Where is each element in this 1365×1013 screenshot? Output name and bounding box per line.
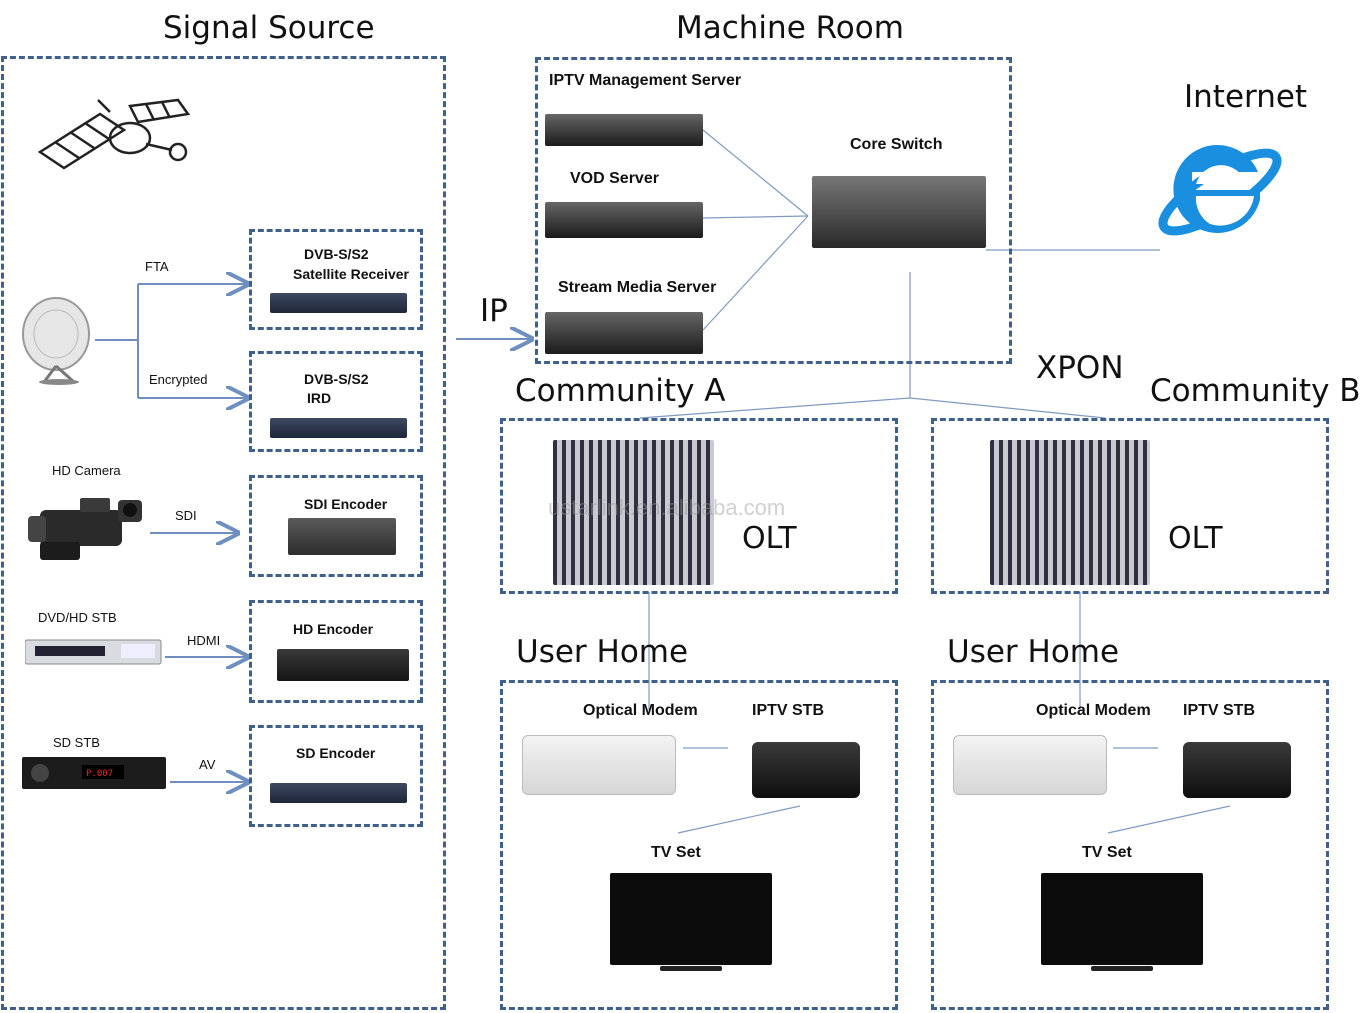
iptv-stb-a-unit xyxy=(752,742,860,798)
ip-label: IP xyxy=(480,293,508,329)
signal-source-box xyxy=(1,56,446,1010)
community-a-box xyxy=(500,418,898,594)
olt-a-unit xyxy=(553,440,714,585)
sdi-encoder-box xyxy=(249,475,423,577)
optical-modem-a-label: Optical Modem xyxy=(583,702,698,719)
machine-room-box xyxy=(535,57,1012,364)
ird-unit xyxy=(270,418,407,438)
internet-icon xyxy=(1158,144,1282,236)
dvd-hd-stb-icon xyxy=(25,639,162,665)
stream-media-server-label: Stream Media Server xyxy=(558,279,717,296)
hd-camera-label: HD Camera xyxy=(52,463,121,478)
encrypted-label: Encrypted xyxy=(149,372,208,387)
stream-media-server-unit xyxy=(545,312,703,354)
sd-encoder-label: SD Encoder xyxy=(296,745,376,761)
tv-set-b-stand xyxy=(1091,966,1153,971)
sdi-label: SDI xyxy=(175,508,197,523)
hd-camera-icon xyxy=(28,498,142,560)
signal-source-title: Signal Source xyxy=(163,10,375,46)
xpon-label: XPON xyxy=(1036,350,1124,386)
svg-text:P.007: P.007 xyxy=(86,769,113,779)
sd-stb-icon: P.007 xyxy=(22,757,166,789)
user-home-a-box xyxy=(500,680,898,1010)
satellite-receiver-label: Satellite Receiver xyxy=(293,266,409,282)
olt-b-unit xyxy=(990,440,1150,585)
satellite-dish-icon xyxy=(22,297,90,385)
community-b-box xyxy=(931,418,1329,594)
optical-modem-b-label: Optical Modem xyxy=(1036,702,1151,719)
ird-box xyxy=(249,351,423,452)
fta-label: FTA xyxy=(145,259,169,274)
hdmi-label: HDMI xyxy=(187,633,221,648)
community-a-title: Community A xyxy=(515,373,726,409)
watermark: ustarlink.en.alibaba.com xyxy=(548,495,786,520)
hd-encoder-box xyxy=(249,600,423,703)
sdi-encoder-unit xyxy=(288,518,396,555)
tv-set-b-label: TV Set xyxy=(1082,844,1132,861)
dvd-hd-stb-label: DVD/HD STB xyxy=(38,610,117,625)
core-switch-label: Core Switch xyxy=(850,136,943,153)
vod-server-label: VOD Server xyxy=(570,170,659,187)
satellite-icon xyxy=(38,98,191,170)
optical-modem-b-unit xyxy=(953,735,1107,795)
sd-encoder-unit xyxy=(270,783,407,803)
satellite-receiver-unit xyxy=(270,293,407,313)
iptv-stb-b-label: IPTV STB xyxy=(1183,702,1256,719)
dvb-s2-ird-label: DVB-S/S2 xyxy=(304,371,369,387)
core-switch-unit xyxy=(812,176,986,248)
iptv-stb-b-unit xyxy=(1183,742,1291,798)
dvb-s2-label: DVB-S/S2 xyxy=(304,246,369,262)
iptv-management-server-unit xyxy=(545,114,703,146)
user-home-b-box xyxy=(931,680,1329,1010)
sd-stb-label: SD STB xyxy=(53,735,100,750)
optical-modem-a-unit xyxy=(522,735,676,795)
satellite-receiver-box xyxy=(249,229,423,330)
internet-title: Internet xyxy=(1184,79,1308,115)
hd-encoder-label: HD Encoder xyxy=(293,621,374,637)
iptv-stb-a-label: IPTV STB xyxy=(752,702,825,719)
sdi-encoder-label: SDI Encoder xyxy=(304,496,388,512)
tv-set-a-label: TV Set xyxy=(651,844,701,861)
tv-set-a-stand xyxy=(660,966,722,971)
tv-set-b-unit xyxy=(1041,873,1203,965)
olt-b-label: OLT xyxy=(1168,521,1223,556)
hd-encoder-unit xyxy=(277,649,409,681)
iptv-management-server-label: IPTV Management Server xyxy=(549,72,742,89)
ird-label: IRD xyxy=(307,390,332,406)
user-home-a-title: User Home xyxy=(516,634,689,670)
olt-a-label: OLT xyxy=(742,521,797,556)
tv-set-a-unit xyxy=(610,873,772,965)
community-b-title: Community B xyxy=(1150,373,1361,409)
av-label: AV xyxy=(199,757,216,772)
user-home-b-title: User Home xyxy=(947,634,1120,670)
vod-server-unit xyxy=(545,202,703,238)
sd-encoder-box xyxy=(249,725,423,827)
machine-room-title: Machine Room xyxy=(676,10,904,46)
